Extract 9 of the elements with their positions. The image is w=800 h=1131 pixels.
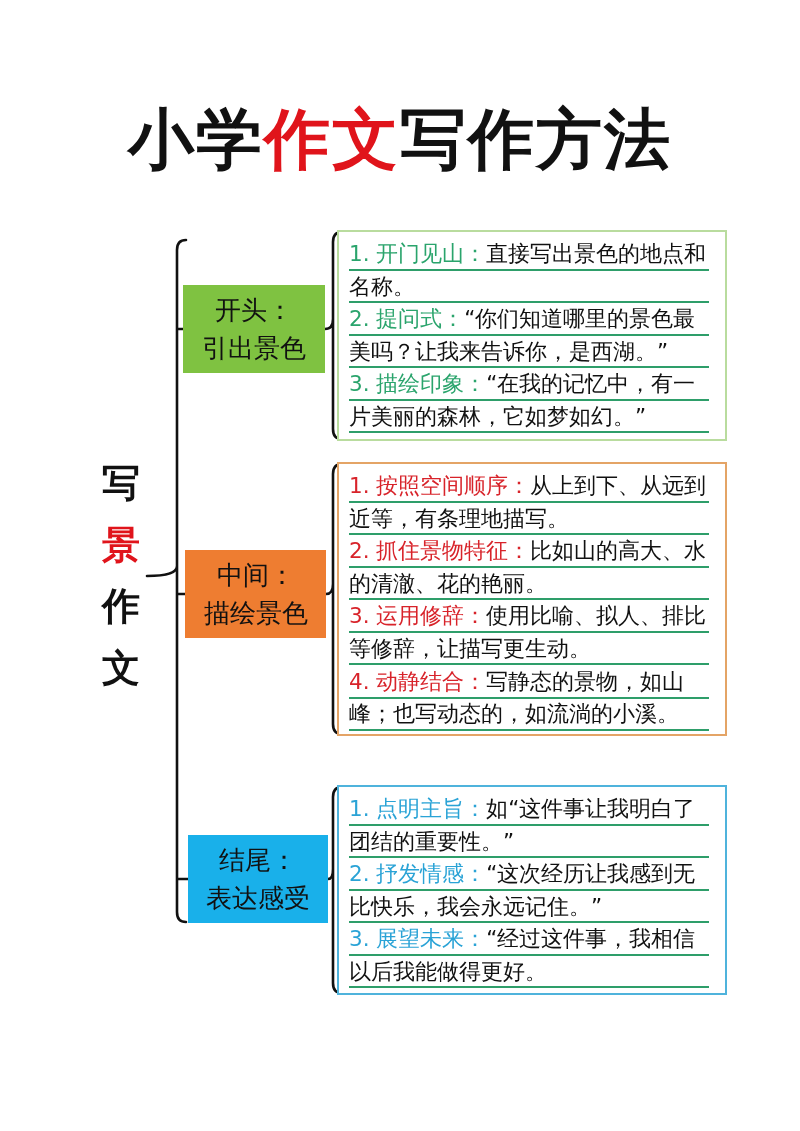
content-box <box>337 230 727 441</box>
section-box: 开头： 引出景色 <box>183 285 325 373</box>
title: 小学作文写作方法 <box>126 100 673 180</box>
content-box <box>337 462 727 736</box>
content-box <box>337 785 727 995</box>
section-box: 中间： 描绘景色 <box>185 550 326 638</box>
section-box: 结尾： 表达感受 <box>188 835 328 923</box>
brace <box>145 238 190 924</box>
topic-label: 写景作文 <box>95 458 147 694</box>
